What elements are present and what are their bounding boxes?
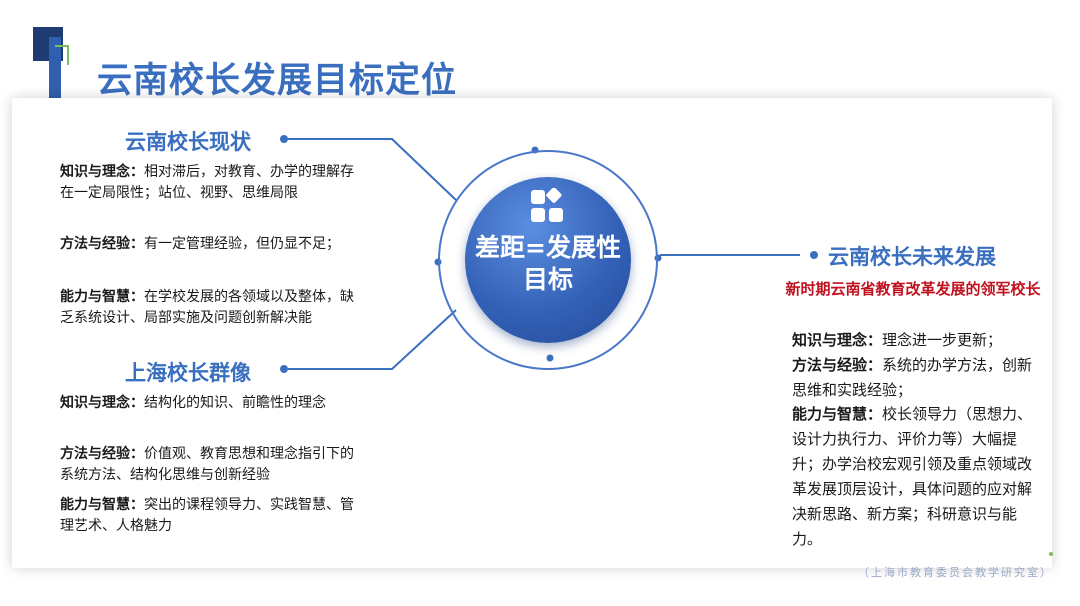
future-item-2: 方法与经验：系统的办学方法，创新思维和实践经验； xyxy=(792,353,1042,403)
yunnan-current-item-2: 方法与经验：有一定管理经验，但仍显不足； xyxy=(60,234,354,255)
future-item-3: 能力与智慧：校长领导力（思想力、设计力执行力、评价力等）大幅提升；办学治校宏观引… xyxy=(792,402,1042,552)
section-title-future: 云南校长未来发展 xyxy=(828,245,996,269)
item-label: 能力与智慧： xyxy=(792,405,883,423)
bullet-dot xyxy=(280,365,288,373)
item-label: 知识与理念： xyxy=(60,164,144,180)
grid-diamond-icon xyxy=(531,188,563,222)
item-text: 校长领导力（思想力、设计力执行力、评价力等）大幅提升；办学治校宏观引领及重点领域… xyxy=(792,405,1033,548)
decoration-dot xyxy=(1049,552,1053,556)
item-text: 有一定管理经验，但仍显不足； xyxy=(144,236,340,252)
item-label: 知识与理念： xyxy=(792,331,883,349)
connector-bottom-left xyxy=(288,309,457,370)
item-text: 价值观、教育思想和理念指引下的系统方法、结构化思维与创新经验 xyxy=(60,446,354,483)
shanghai-item-2: 方法与经验：价值观、教育思想和理念指引下的系统方法、结构化思维与创新经验 xyxy=(60,444,354,486)
item-text: 突出的课程领导力、实践智慧、管理艺术、人格魅力 xyxy=(60,497,354,534)
item-text: 系统的办学方法，创新思维和实践经验； xyxy=(792,356,1033,399)
center-orbit-ring xyxy=(438,150,658,370)
section-title-shanghai: 上海校长群像 xyxy=(125,361,251,385)
center-label-line2: 目标 xyxy=(522,265,573,294)
item-text: 理念进一步更新； xyxy=(882,331,1003,349)
item-label: 方法与经验： xyxy=(60,236,144,252)
yunnan-current-item-1: 知识与理念：相对滞后，对教育、办学的理解存在一定局限性；站位、视野、思维局限 xyxy=(60,162,354,204)
item-label: 方法与经验： xyxy=(60,446,144,462)
connector-top-left xyxy=(288,138,457,201)
center-circle xyxy=(465,177,631,343)
shanghai-item-1: 知识与理念：结构化的知识、前瞻性的理念 xyxy=(60,393,354,414)
future-item-1: 知识与理念：理念进一步更新； xyxy=(792,328,1042,353)
item-text: 相对滞后，对教育、办学的理解存在一定局限性；站位、视野、思维局限 xyxy=(60,164,354,201)
item-text: 结构化的知识、前瞻性的理念 xyxy=(144,395,326,411)
future-subtitle: 新时期云南省教育改革发展的领军校长 xyxy=(785,280,1041,298)
bullet-dot xyxy=(810,251,818,259)
title-decoration-bar xyxy=(49,37,61,107)
item-text: 在学校发展的各领域以及整体，缺乏系统设计、局部实施及问题创新解决能 xyxy=(60,289,354,326)
center-label: 差距=发展性 目标 xyxy=(465,232,631,296)
source-note: （上海市教育委员会教学研究室） xyxy=(858,566,1053,579)
title-decoration-green xyxy=(55,45,69,65)
item-label: 知识与理念： xyxy=(60,395,144,411)
item-label: 方法与经验： xyxy=(792,356,883,374)
item-label: 能力与智慧： xyxy=(60,289,144,305)
page-title: 云南校长发展目标定位 xyxy=(97,61,458,101)
shanghai-item-3: 能力与智慧：突出的课程领导力、实践智慧、管理艺术、人格魅力 xyxy=(60,495,354,537)
center-label-line1: 差距=发展性 xyxy=(475,233,621,262)
bullet-dot xyxy=(280,135,288,143)
yunnan-current-item-3: 能力与智慧：在学校发展的各领域以及整体，缺乏系统设计、局部实施及问题创新解决能 xyxy=(60,287,354,329)
item-label: 能力与智慧： xyxy=(60,497,144,513)
section-title-yunnan-current: 云南校长现状 xyxy=(125,130,251,154)
